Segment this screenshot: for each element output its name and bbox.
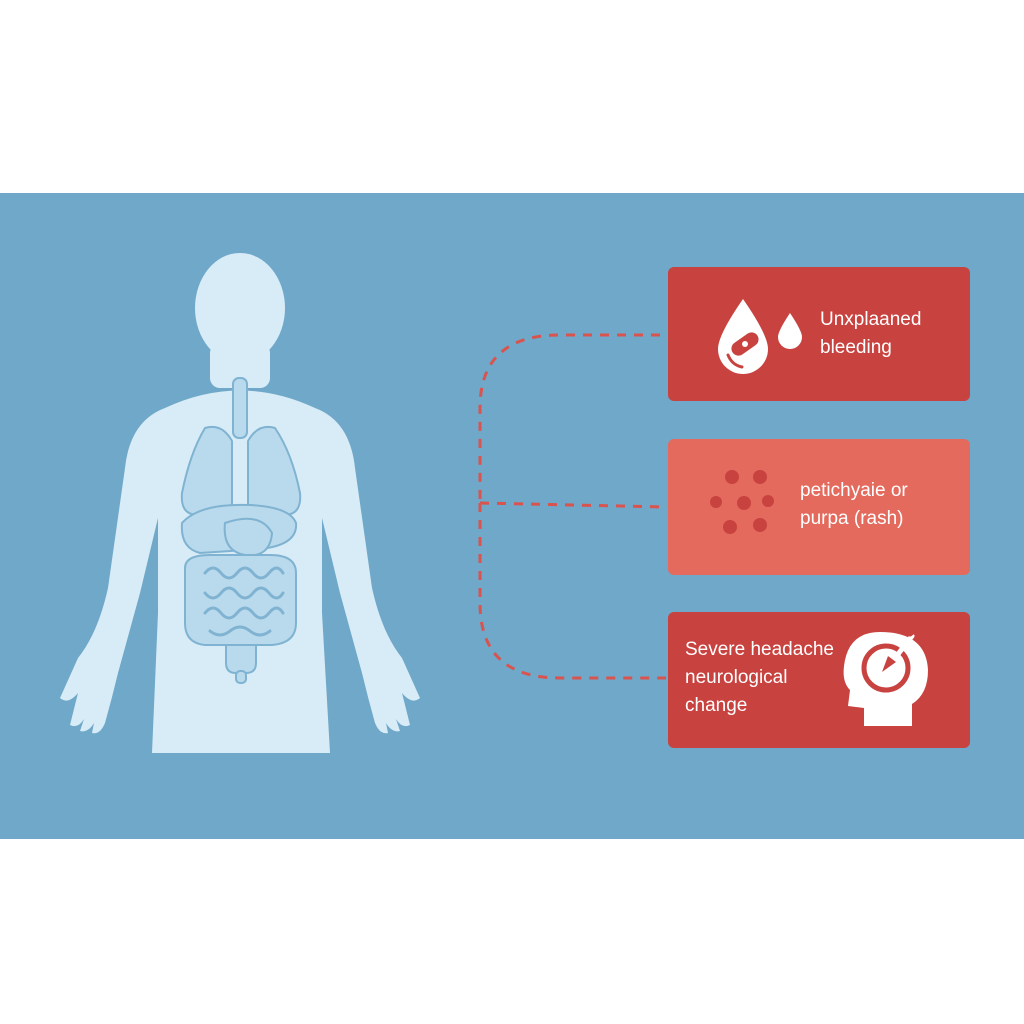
connector-rash [479, 501, 667, 509]
symptom-card-headache: Severe headache neurological change [668, 612, 970, 748]
rectum [235, 670, 247, 684]
stomach [223, 517, 274, 557]
card-label-bleeding: Unxplaaned bleeding [820, 309, 922, 358]
blood-drop-bandage-icon [718, 299, 802, 374]
head-pressure-icon [843, 626, 928, 726]
card-label-rash: petichyaie or purpa (rash) [800, 480, 908, 529]
intestines [184, 554, 297, 646]
intestine-folds [203, 566, 285, 637]
colon [225, 644, 257, 674]
dashed-connectors [478, 333, 667, 680]
left-lung [180, 425, 233, 517]
trachea [232, 377, 248, 439]
diagram-panel: Unxplaaned bleeding petichyaie or purpa … [0, 193, 1024, 839]
card-label-headache: Severe headache neurological change [685, 639, 834, 716]
symptom-card-rash: petichyaie or purpa (rash) [668, 439, 970, 575]
connector-headache [478, 503, 666, 680]
organs [180, 377, 302, 684]
right-lung [247, 425, 302, 517]
body-figure [60, 253, 667, 753]
symptom-card-bleeding: Unxplaaned bleeding [668, 267, 970, 401]
petechiae-dots-icon [710, 470, 774, 534]
connector-bleeding [478, 333, 660, 503]
